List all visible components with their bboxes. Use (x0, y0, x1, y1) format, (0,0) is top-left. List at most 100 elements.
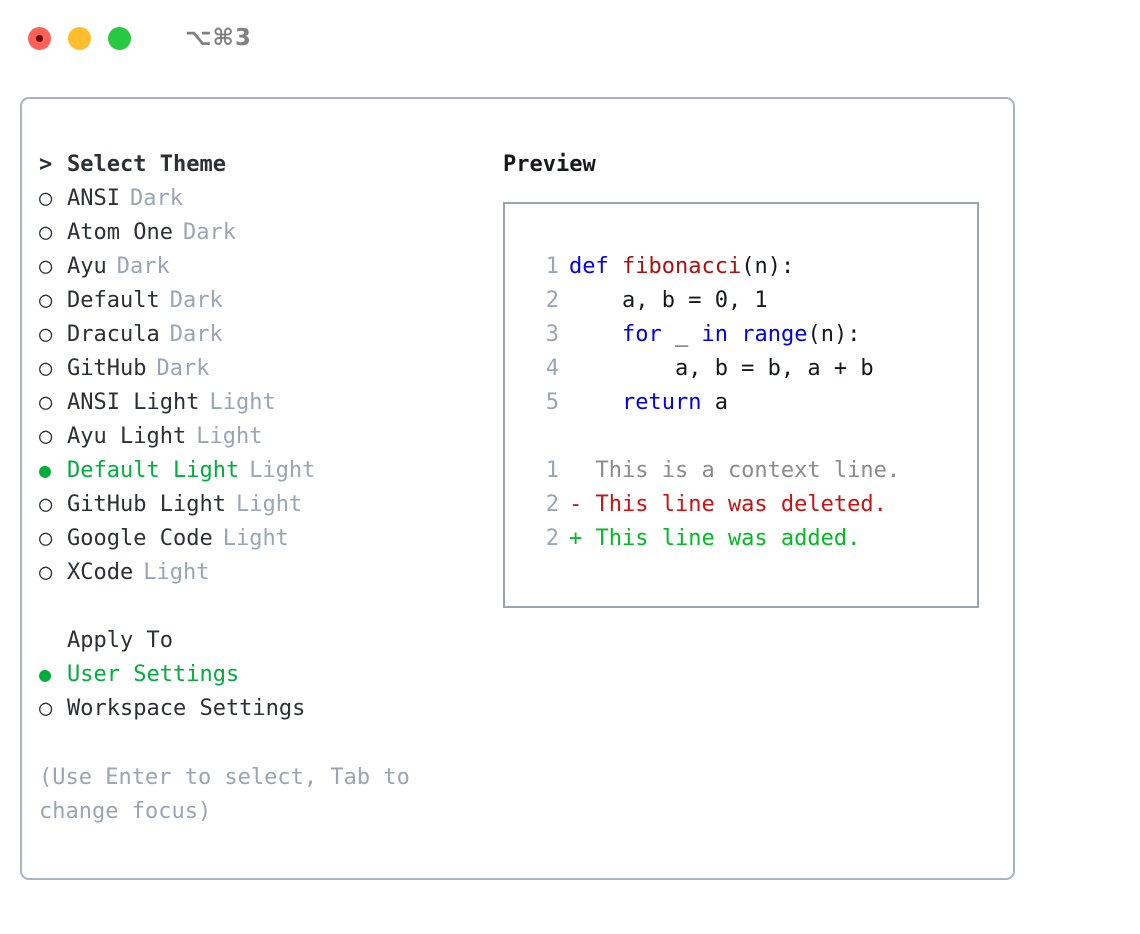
theme-list-item[interactable]: ○ GitHub Dark (39, 351, 494, 385)
apply-to-marker (39, 628, 67, 653)
code-token: (n): (741, 253, 795, 279)
code-token (569, 390, 622, 415)
code-token: - This line was deleted. (569, 491, 887, 517)
theme-list-item[interactable]: ○ Ayu Light Light (39, 419, 494, 453)
theme-list-item[interactable]: ○ Dracula Dark (39, 317, 494, 351)
select-theme-header-label: Select Theme (67, 151, 226, 177)
theme-item-label: ANSI Light (67, 389, 200, 415)
title-bar: ⌥⌘3 (0, 0, 1140, 76)
diff-line: 2 - This line was deleted. (527, 487, 977, 521)
code-line: 3 for _ in range(n): (527, 317, 977, 351)
radio-selected-icon: ● (39, 458, 52, 482)
theme-item-mode-badge: Dark (116, 253, 170, 279)
theme-item-label: Ayu (67, 253, 107, 279)
theme-item-label: GitHub (67, 355, 147, 381)
caret-icon: > (39, 151, 53, 177)
zoom-button-icon[interactable] (108, 26, 131, 50)
apply-to-item-label: User Settings (67, 661, 240, 687)
code-token: _ (661, 321, 702, 347)
radio-unselected-icon: ○ (39, 321, 53, 347)
code-token: fibonacci (621, 253, 742, 279)
select-theme-header: > Select Theme (39, 147, 494, 181)
code-token: def (569, 253, 622, 279)
code-token (728, 322, 741, 347)
theme-item-mode-badge: Dark (129, 185, 183, 211)
line-number: 2 (545, 525, 559, 551)
code-token (569, 322, 622, 347)
apply-to-header: Apply To (39, 623, 494, 657)
apply-to-item[interactable]: ○ Workspace Settings (39, 691, 494, 725)
theme-item-label: Default Light (67, 457, 240, 483)
close-button-icon[interactable] (28, 26, 51, 50)
theme-item-mode-badge: Dark (169, 287, 223, 313)
code-token: (n): (807, 321, 861, 347)
traffic-lights (28, 26, 131, 50)
theme-item-mode-badge: Dark (169, 321, 223, 347)
radio-unselected-icon: ○ (39, 559, 53, 585)
theme-list-item[interactable]: ○ Default Dark (39, 283, 494, 317)
theme-item-label: Ayu Light (67, 423, 187, 449)
code-token: return (621, 389, 702, 415)
code-line: 5 return a (527, 385, 977, 419)
section-spacer (39, 589, 494, 623)
code-token: + This line was added. (569, 525, 861, 551)
theme-item-mode-badge: Light (196, 423, 263, 449)
code-token: a (701, 389, 728, 415)
line-number: 2 (545, 287, 559, 313)
code-token: in (701, 321, 728, 347)
theme-item-label: GitHub Light (67, 491, 226, 517)
apply-to-header-label: Apply To (67, 627, 173, 653)
close-dot-icon (36, 34, 43, 42)
code-token: a, b = b, a + b (569, 355, 874, 381)
theme-item-label: Dracula (67, 321, 160, 347)
code-line: 4 a, b = b, a + b (527, 351, 977, 385)
code-token: for (621, 321, 662, 347)
radio-unselected-icon: ○ (39, 355, 53, 381)
preview-title: Preview (503, 151, 596, 177)
theme-item-mode-badge: Dark (156, 355, 210, 381)
radio-unselected-icon: ○ (39, 525, 53, 551)
radio-unselected-icon: ○ (39, 185, 53, 211)
radio-unselected-icon: ○ (39, 287, 53, 313)
line-number: 1 (545, 457, 559, 483)
apply-to-item[interactable]: ●User Settings (39, 657, 494, 691)
theme-item-label: Default (67, 287, 160, 313)
line-number: 4 (545, 355, 559, 381)
theme-item-mode-badge: Light (222, 525, 289, 551)
keyboard-hint: (Use Enter to select, Tab to change focu… (39, 765, 424, 824)
theme-list-item[interactable]: ○ Ayu Dark (39, 249, 494, 283)
code-token: This is a context line. (569, 457, 901, 483)
line-number: 5 (545, 389, 559, 415)
radio-unselected-icon: ○ (39, 491, 53, 517)
theme-list-item[interactable]: ○ Google Code Light (39, 521, 494, 555)
minimize-button-icon[interactable] (68, 26, 91, 50)
radio-unselected-icon: ○ (39, 423, 53, 449)
theme-item-mode-badge: Light (143, 559, 210, 585)
code-line: 2 a, b = 0, 1 (527, 283, 977, 317)
apply-to-item-label: Workspace Settings (67, 695, 306, 721)
line-number: 3 (545, 321, 559, 347)
window-title-shortcut: ⌥⌘3 (185, 25, 252, 51)
radio-unselected-icon: ○ (39, 695, 53, 721)
apply-to-list: ●User Settings ○ Workspace Settings (39, 657, 494, 725)
line-number: 2 (545, 491, 559, 517)
radio-unselected-icon: ○ (39, 219, 53, 245)
radio-unselected-icon: ○ (39, 253, 53, 279)
theme-item-label: Google Code (67, 525, 213, 551)
diff-line: 2 + This line was added. (527, 521, 977, 555)
